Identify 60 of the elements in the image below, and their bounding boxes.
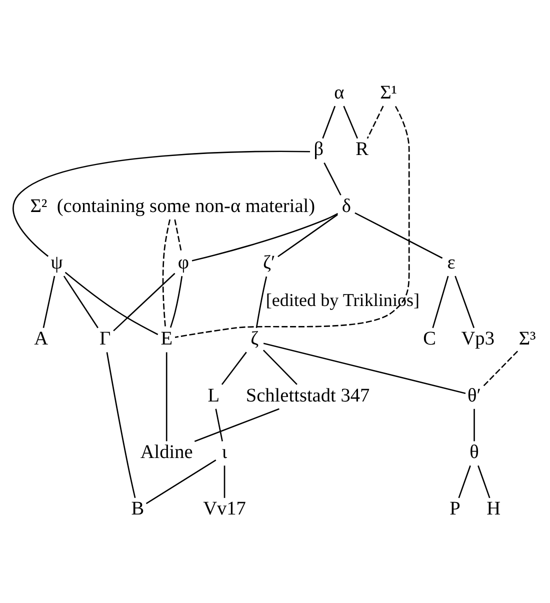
node-text: Σ³ bbox=[518, 328, 536, 350]
node-text: ζ′ bbox=[263, 252, 276, 274]
connector bbox=[194, 408, 280, 442]
connector bbox=[458, 464, 471, 498]
connector bbox=[166, 352, 168, 441]
connector bbox=[215, 408, 223, 441]
node-text: E bbox=[160, 328, 173, 350]
node-text: A bbox=[34, 328, 48, 350]
node-text: δ bbox=[342, 195, 351, 216]
connector bbox=[454, 275, 475, 328]
node-text: β bbox=[314, 138, 324, 160]
node-text: ι bbox=[222, 441, 228, 462]
connector bbox=[174, 218, 182, 252]
connector bbox=[262, 349, 298, 384]
connector bbox=[63, 275, 98, 328]
connector bbox=[474, 408, 475, 441]
node-text: θ′ bbox=[468, 384, 481, 406]
node-text: φ bbox=[178, 252, 190, 274]
node-text: Vp3 bbox=[461, 328, 494, 350]
node-text: ε bbox=[447, 252, 456, 274]
connector bbox=[343, 105, 358, 138]
node-text: Vv17 bbox=[203, 498, 246, 520]
connector bbox=[482, 350, 518, 387]
connector bbox=[192, 212, 338, 261]
connector bbox=[224, 465, 226, 498]
node-text: P bbox=[450, 498, 460, 520]
node-text: R bbox=[356, 138, 368, 160]
connector bbox=[42, 275, 56, 328]
node-text: Schlettstadt 347 bbox=[246, 384, 370, 406]
node-text: Γ bbox=[100, 328, 111, 350]
connector bbox=[366, 105, 384, 138]
node-text: Aldine bbox=[140, 441, 193, 462]
connector bbox=[322, 105, 336, 138]
node-text: B bbox=[131, 498, 144, 520]
connector bbox=[64, 271, 158, 335]
connector bbox=[278, 214, 338, 257]
node-text: H bbox=[486, 498, 501, 520]
edge-label: [edited by Triklinios] bbox=[266, 290, 420, 310]
node-text: θ bbox=[470, 441, 479, 462]
connector bbox=[170, 276, 183, 328]
node-text: α bbox=[334, 82, 344, 103]
connector bbox=[113, 272, 176, 331]
connector bbox=[106, 352, 136, 498]
connector bbox=[162, 218, 171, 328]
node-text: ψ bbox=[50, 252, 63, 274]
connector bbox=[146, 458, 216, 504]
connector bbox=[432, 275, 449, 328]
node-text: ζ bbox=[250, 328, 259, 350]
node-text: Σ¹ bbox=[380, 82, 398, 103]
connector bbox=[12, 150, 310, 256]
connector bbox=[324, 162, 342, 195]
connector bbox=[263, 342, 466, 394]
node-text: Σ² (containing some non-α material) bbox=[30, 195, 316, 216]
connector bbox=[478, 464, 490, 498]
connector bbox=[354, 212, 443, 258]
connector bbox=[174, 105, 410, 338]
node-text: C bbox=[423, 328, 436, 350]
connector bbox=[221, 351, 247, 384]
node-text: L bbox=[208, 384, 220, 406]
connector bbox=[256, 276, 268, 328]
